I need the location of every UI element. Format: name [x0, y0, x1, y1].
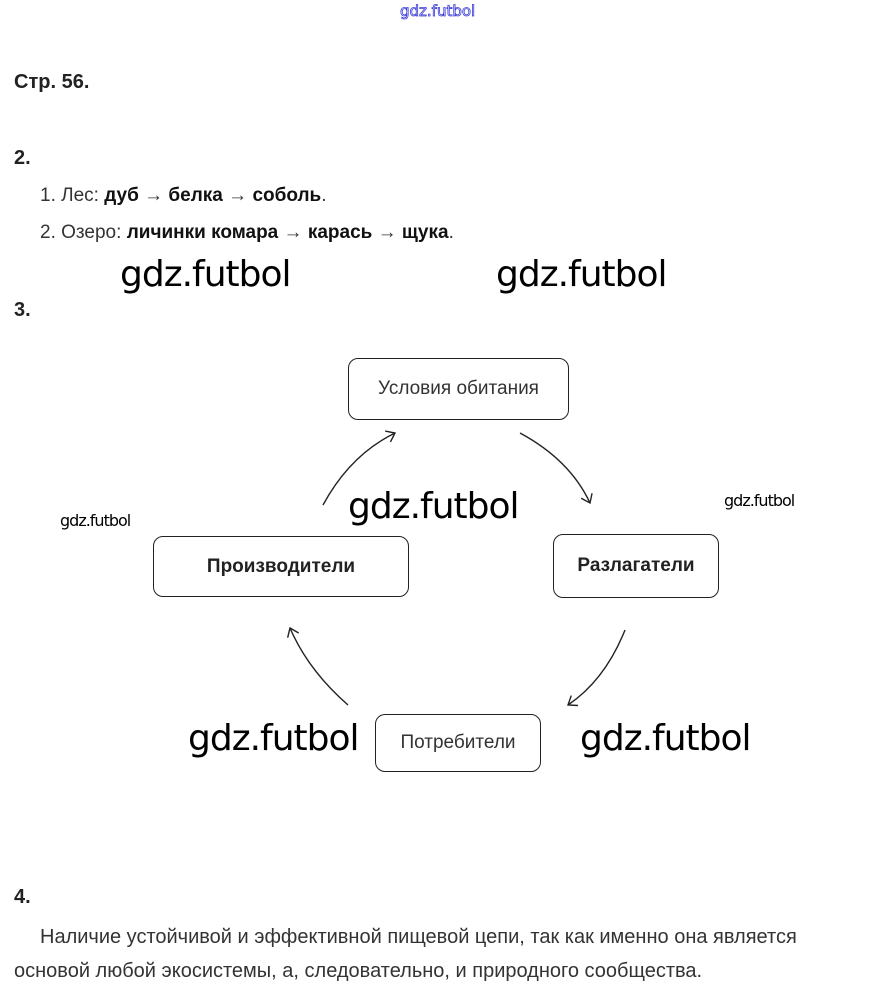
watermark: gdz.futbol — [496, 254, 668, 295]
watermark: gdz.futbol — [188, 718, 360, 759]
chain-element: соболь — [252, 185, 322, 206]
arrow-icon: → — [228, 185, 248, 206]
item-label: Лес: — [61, 185, 99, 206]
task-2-number: 2. — [14, 147, 31, 169]
node-producers: Производители — [153, 536, 409, 597]
chain-element: карась — [307, 222, 373, 243]
chain-element: дуб — [104, 185, 139, 206]
chain-element: белка — [168, 185, 223, 206]
answer-line-2: основой любой экосистемы, а, следователь… — [14, 960, 703, 982]
item-label: Озеро: — [61, 222, 122, 243]
node-habitat: Условия обитания — [348, 358, 569, 420]
arrow-decomposers-to-consumers — [567, 629, 626, 707]
arrow-producers-to-habitat — [322, 430, 397, 506]
list-item: 2. Озеро: личинки комара → карась → щука… — [40, 222, 454, 244]
arrow-habitat-to-decomposers — [519, 432, 593, 505]
node-decomposers: Разлагатели — [553, 534, 719, 598]
watermark: gdz.futbol — [580, 718, 752, 759]
chain-element: щука — [401, 222, 449, 243]
arrow-consumers-to-producers — [286, 626, 349, 706]
watermark: gdz.futbol — [724, 491, 795, 510]
answer-line-1: Наличие устойчивой и эффективной пищевой… — [40, 926, 797, 948]
item-number: 1. — [40, 185, 56, 206]
task-3-number: 3. — [14, 299, 31, 321]
list-item: 1. Лес: дуб → белка → соболь. — [40, 185, 327, 207]
watermark: gdz.futbol — [348, 486, 520, 527]
item-number: 2. — [40, 222, 56, 243]
period: . — [321, 185, 327, 206]
chain-element: личинки комара — [126, 222, 279, 243]
arrow-icon: → — [144, 185, 164, 206]
task-4-number: 4. — [14, 886, 31, 908]
watermark: gdz.futbol — [60, 511, 131, 530]
page-heading: Стр. 56. — [14, 71, 90, 93]
arrow-icon: → — [377, 222, 397, 243]
watermark: gdz.futbol — [120, 254, 292, 295]
node-consumers: Потребители — [375, 714, 541, 772]
arrow-icon: → — [283, 222, 303, 243]
watermark: gdz.futbol — [400, 2, 476, 21]
period: . — [448, 222, 454, 243]
